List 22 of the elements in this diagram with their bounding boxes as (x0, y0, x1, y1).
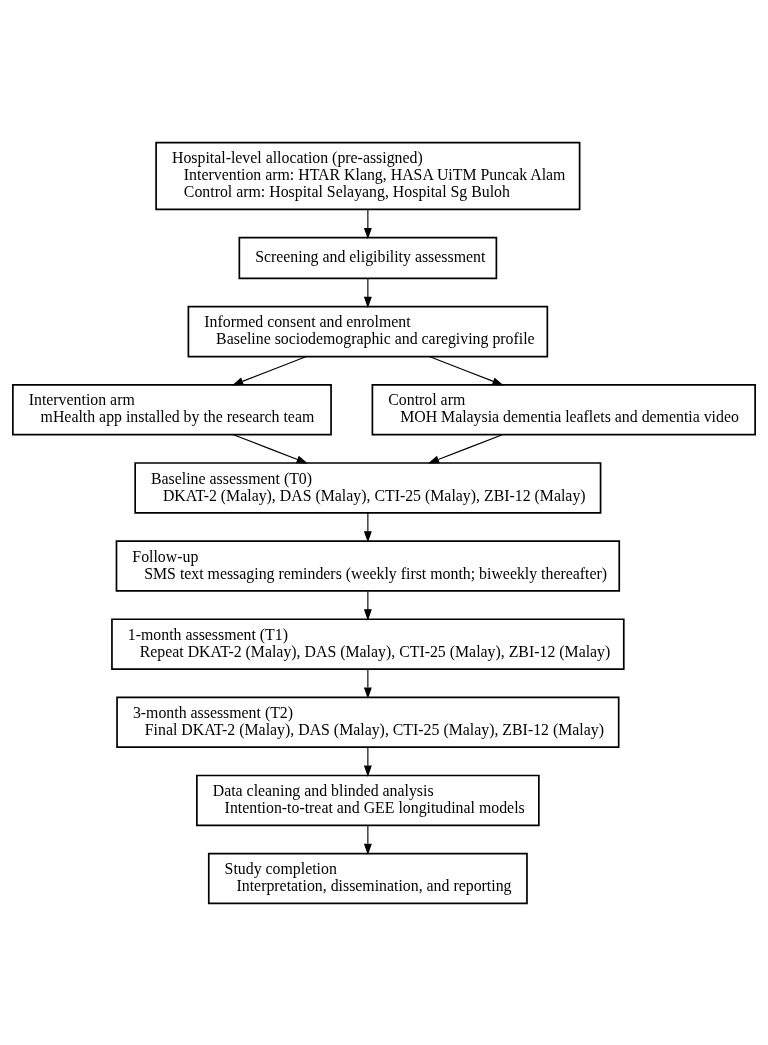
arrow (363, 208, 372, 239)
node-box: Intervention arm mHealth app installed by the research team (12, 383, 332, 436)
node-box: 1-month assessment (T1) Repeat DKAT-2 (Malay), DAS (Malay), CTI-25 (Malay), ZBI-12 (Malay) (111, 617, 625, 670)
arrow (363, 824, 372, 855)
arrow (363, 511, 372, 542)
arrow (428, 355, 504, 385)
arrow (231, 355, 307, 385)
node-box: Follow-up SMS text messaging reminders (weekly first month; biweekly thereafter) (115, 539, 621, 592)
node-box: Study completion Interpretation, dissemination, and reporting (207, 852, 528, 904)
arrow (363, 277, 372, 308)
arrow (427, 433, 503, 464)
arrow (363, 746, 372, 777)
arrow (363, 590, 372, 621)
node-box: Informed consent and enrolment Baseline sociodemographic and caregiving profile (187, 305, 549, 357)
arrow (232, 433, 308, 464)
node-box: 3-month assessment (T2) Final DKAT-2 (Malay), DAS (Malay), CTI-25 (Malay), ZBI-12 (Malay) (116, 696, 620, 748)
node-box: Screening and eligibility assessment (238, 236, 498, 279)
node-box: Data cleaning and blinded analysis Intention-to-treat and GEE longitudinal models (196, 774, 540, 826)
node-box: Baseline assessment (T0) DKAT-2 (Malay), DAS (Malay), CTI-25 (Malay), ZBI-12 (Malay) (134, 461, 602, 514)
arrow (363, 668, 372, 699)
node-box: Control arm MOH Malaysia dementia leaflets and dementia video (371, 383, 756, 436)
node-box: Hospital-level allocation (pre-assigned) Intervention arm: HTAR Klang, HASA UiTM Puncak Alam Control arm: Hospital Selayang, Hospital Sg Buloh (155, 141, 581, 210)
